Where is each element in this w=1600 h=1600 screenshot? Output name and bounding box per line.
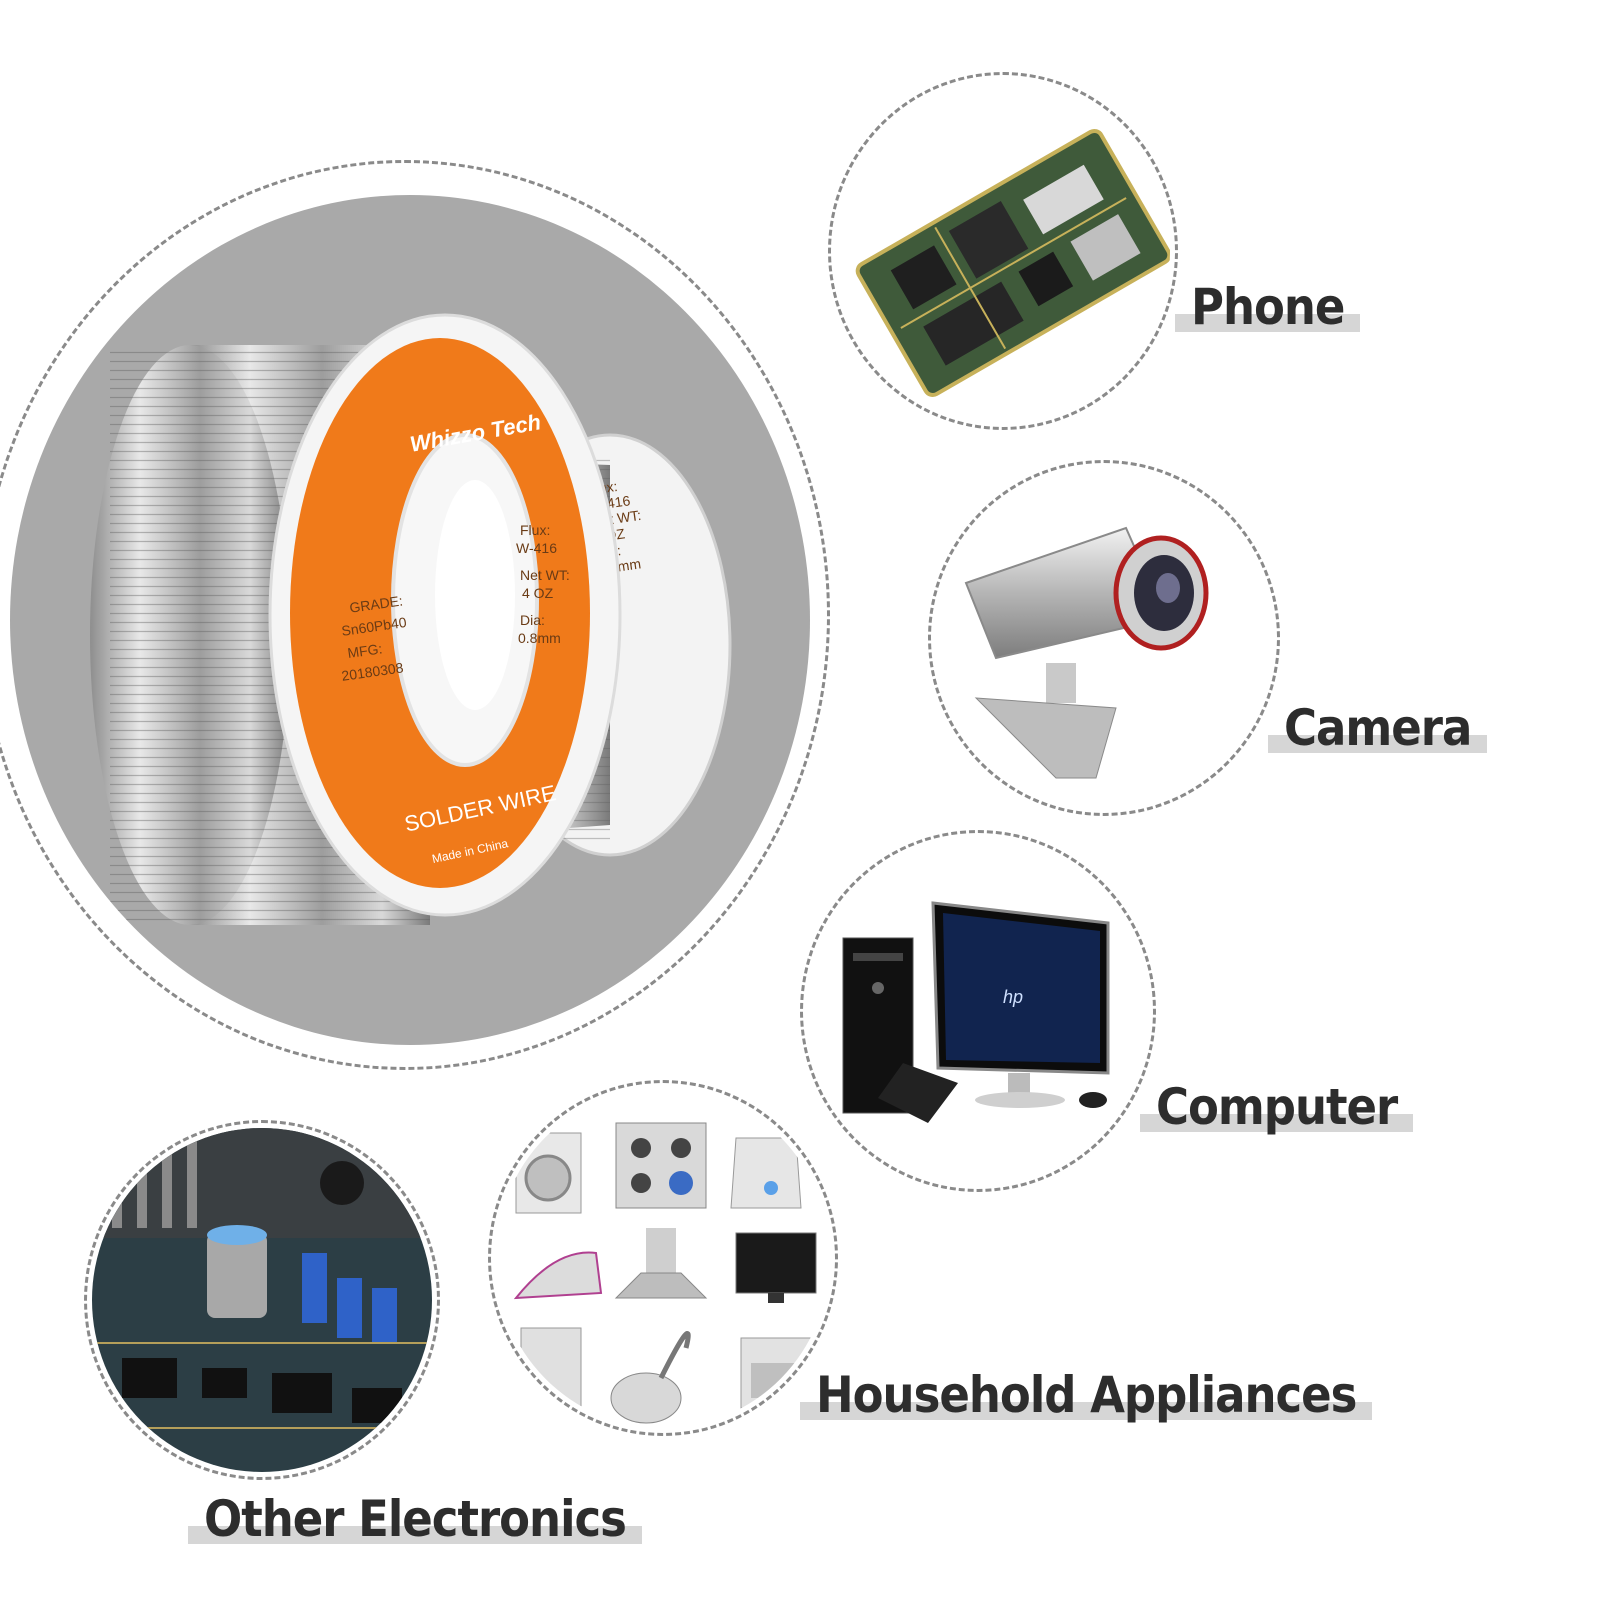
camera-label-wrap: Camera: [1268, 699, 1488, 757]
washing-machine-icon: [515, 1132, 582, 1214]
solder-spool-image: Flux: W-416 Net WT: 4 OZ Dia: 0.8mm Whiz…: [90, 313, 732, 925]
spool-mfg-label: MFG:: [346, 640, 383, 661]
computer-disc: hp: [808, 838, 1148, 1184]
household-label: Household Appliances: [816, 1366, 1357, 1424]
vacuum-cleaner-icon: [610, 1331, 691, 1424]
spool-ring: [0, 160, 830, 1070]
camera-disc: [936, 468, 1272, 808]
other-ring: [84, 1120, 440, 1480]
spool-netwt-label: Net WT:: [520, 567, 570, 583]
spool-dia-value: 0.8mm: [518, 630, 561, 646]
desktop-computer-icon: hp: [842, 901, 1110, 1123]
household-label-wrap: Household Appliances: [800, 1366, 1373, 1424]
phone-pcb-icon: [855, 128, 1170, 398]
household-ring: [488, 1080, 838, 1436]
other-disc: [92, 1128, 432, 1472]
iron-icon: [513, 1251, 603, 1300]
phone-label: Phone: [1191, 278, 1345, 336]
gas-stove-icon: [615, 1122, 707, 1209]
household-appliances-icons: [513, 1122, 817, 1424]
computer-ring: [800, 830, 1156, 1192]
phone-ring: [828, 72, 1178, 430]
spool-dia-label: Dia:: [520, 612, 545, 628]
security-camera-icon: [964, 526, 1209, 779]
phone-disc: [836, 80, 1170, 422]
other-label-wrap: Other Electronics: [188, 1494, 642, 1544]
phone-label-wrap: Phone: [1175, 278, 1361, 336]
spool-flux-value: W-416: [516, 540, 557, 556]
computer-label: Computer: [1156, 1078, 1398, 1136]
other-label: Other Electronics: [204, 1490, 627, 1548]
camera-label: Camera: [1284, 699, 1472, 757]
spool-flux-label: Flux:: [520, 522, 550, 538]
computer-label-wrap: Computer: [1140, 1078, 1414, 1136]
spool-grade-label: GRADE:: [348, 592, 403, 615]
spool-backdrop: Flux: W-416 Net WT: 4 OZ Dia: 0.8mm Whiz…: [10, 195, 810, 1045]
monitor-logo: hp: [1003, 987, 1023, 1007]
tv-icon: [735, 1232, 817, 1303]
household-disc: [496, 1088, 830, 1428]
circuit-board-icon: [92, 1128, 432, 1472]
kettle-icon: [730, 1137, 802, 1209]
camera-ring: [928, 460, 1280, 816]
spool-netwt-value: 4 OZ: [522, 585, 554, 601]
range-hood-icon: [614, 1228, 708, 1299]
